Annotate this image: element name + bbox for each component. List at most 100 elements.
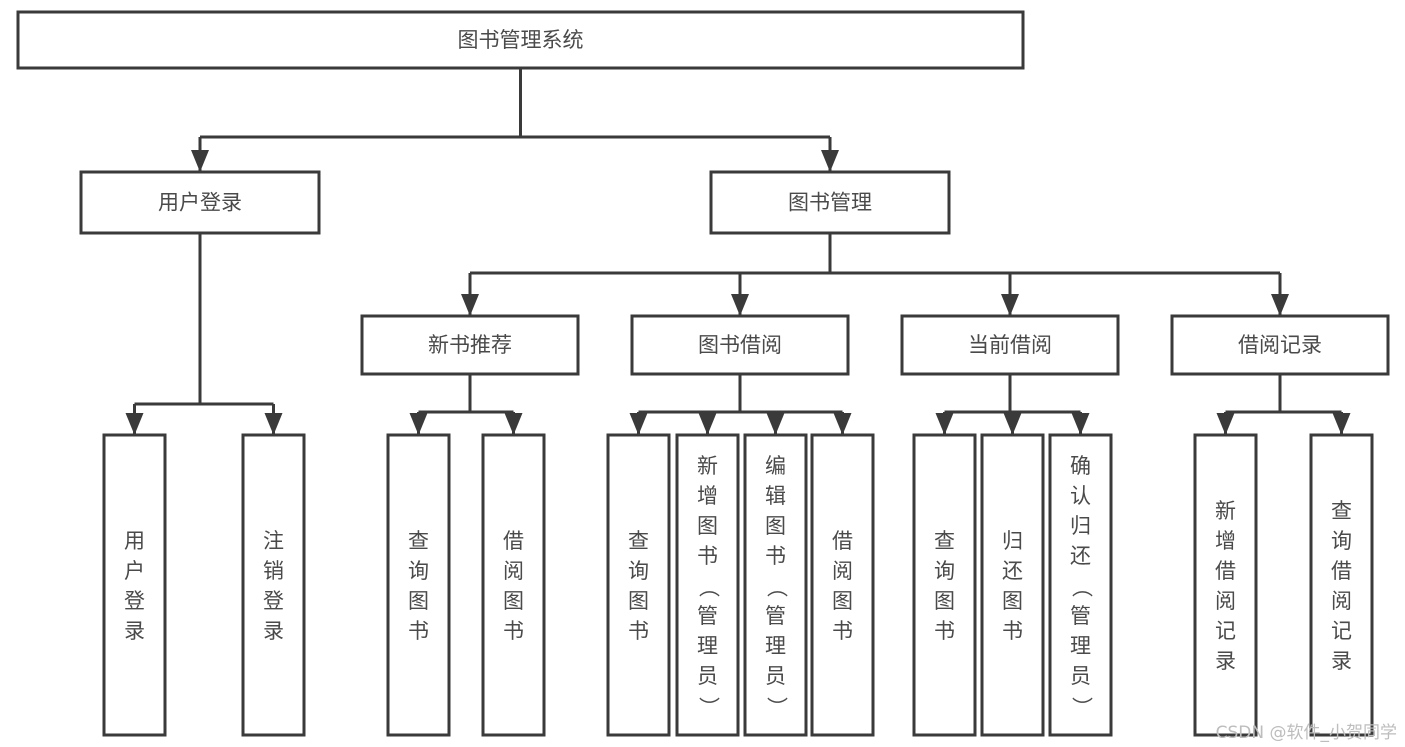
node-label-char: 理 [765,634,786,658]
node-label-current-borrow: 当前借阅 [968,333,1052,357]
node-box-book-borrow[interactable] [630,314,850,376]
node-label-char: 书 [934,619,955,643]
node-label-char: ） [765,697,789,718]
node-box-leaf-user-logout[interactable] [241,433,306,737]
node-box-leaf-confirm-return[interactable] [1048,433,1113,737]
arrow-head-leaf-add-record [1216,413,1235,435]
node-box-current-borrow[interactable] [900,314,1120,376]
node-box-root[interactable] [16,10,1025,70]
node-label-char: 记 [1331,619,1352,643]
node-label-char: 图 [697,514,718,538]
node-box-new-book-recommend[interactable] [360,314,580,376]
node-label-char: 查 [1331,499,1352,523]
node-box-leaf-query-book-1[interactable] [386,433,451,737]
node-label-char: 阅 [503,559,524,583]
node-label-root: 图书管理系统 [458,28,584,52]
node-book-borrow[interactable]: 图书借阅 [630,314,850,376]
arrow-head-leaf-borrow-book-1 [504,413,523,435]
arrow-head-current-borrow [1001,294,1019,316]
node-label-char: 图 [408,589,429,613]
node-root[interactable]: 图书管理系统 [16,10,1025,70]
node-user-login[interactable]: 用户登录 [79,170,321,235]
node-label-char: 管 [1070,604,1091,628]
watermark-text: CSDN @软件_小贺同学 [1215,723,1397,743]
node-label-char: 书 [503,619,524,643]
arrow-head-book-management [821,150,839,172]
node-label-char: 询 [1331,529,1352,553]
node-label-char: 图 [934,589,955,613]
node-label-char: 书 [765,544,786,568]
node-box-leaf-borrow-book-2[interactable] [810,433,875,737]
node-label-char: 确 [1070,454,1091,478]
node-new-book-recommend[interactable]: 新书推荐 [360,314,580,376]
node-label-char: 管 [697,604,718,628]
node-box-leaf-return-book[interactable] [980,433,1045,737]
node-label-char: 录 [1331,649,1352,673]
node-box-leaf-user-login[interactable] [102,433,167,737]
node-label-char: （ [1070,577,1094,598]
node-label-char: 书 [1002,619,1023,643]
node-label-char: 书 [628,619,649,643]
node-label-char: 登 [263,589,284,613]
node-label-char: 新 [1215,499,1236,523]
node-current-borrow[interactable]: 当前借阅 [900,314,1120,376]
node-label-char: 员 [1070,664,1091,688]
node-borrow-record[interactable]: 借阅记录 [1170,314,1390,376]
nodes-layer: 图书管理系统用户登录图书管理新书推荐图书借阅当前借阅借阅记录用户登录注销登录查询… [16,10,1390,737]
node-box-leaf-edit-book[interactable] [743,433,808,737]
node-label-book-borrow: 图书借阅 [698,333,782,357]
node-label-char: 借 [503,529,524,553]
node-label-char: 归 [1070,514,1091,538]
node-label-char: 注 [263,529,284,553]
node-label-char: 员 [765,664,786,688]
arrow-head-leaf-query-record [1332,413,1351,435]
node-label-char: 增 [697,484,718,508]
node-box-leaf-query-record[interactable] [1309,433,1374,737]
node-leaf-user-login[interactable]: 用户登录 [102,433,167,737]
node-label-char: （ [697,577,721,598]
node-label-char: 图 [1002,589,1023,613]
node-box-leaf-add-book[interactable] [675,433,740,737]
node-label-char: 阅 [1215,589,1236,613]
node-label-char: 查 [408,529,429,553]
node-box-leaf-borrow-book-1[interactable] [481,433,546,737]
arrow-head-leaf-return-book [1003,413,1022,435]
node-label-char: 书 [832,619,853,643]
edges-layer [125,68,1351,435]
node-label-char: 查 [934,529,955,553]
node-label-book-management: 图书管理 [788,191,872,215]
arrow-head-borrow-record [1271,294,1289,316]
node-label-new-book-recommend: 新书推荐 [428,333,512,357]
node-label-user-login: 用户登录 [158,191,242,215]
node-label-char: 员 [697,664,718,688]
node-box-borrow-record[interactable] [1170,314,1390,376]
node-label-char: 还 [1002,559,1023,583]
node-label-char: 理 [697,634,718,658]
node-box-leaf-query-book-3[interactable] [912,433,977,737]
node-label-char: 询 [934,559,955,583]
node-box-leaf-add-record[interactable] [1193,433,1258,737]
node-box-book-management[interactable] [709,170,951,235]
node-box-leaf-query-book-2[interactable] [606,433,671,737]
node-box-user-login[interactable] [79,170,321,235]
node-label-char: 录 [1215,649,1236,673]
node-label-char: 新 [697,454,718,478]
node-label-char: 认 [1070,484,1091,508]
node-label-char: 书 [408,619,429,643]
node-label-char: 阅 [1331,589,1352,613]
node-label-char: 询 [628,559,649,583]
node-book-management[interactable]: 图书管理 [709,170,951,235]
